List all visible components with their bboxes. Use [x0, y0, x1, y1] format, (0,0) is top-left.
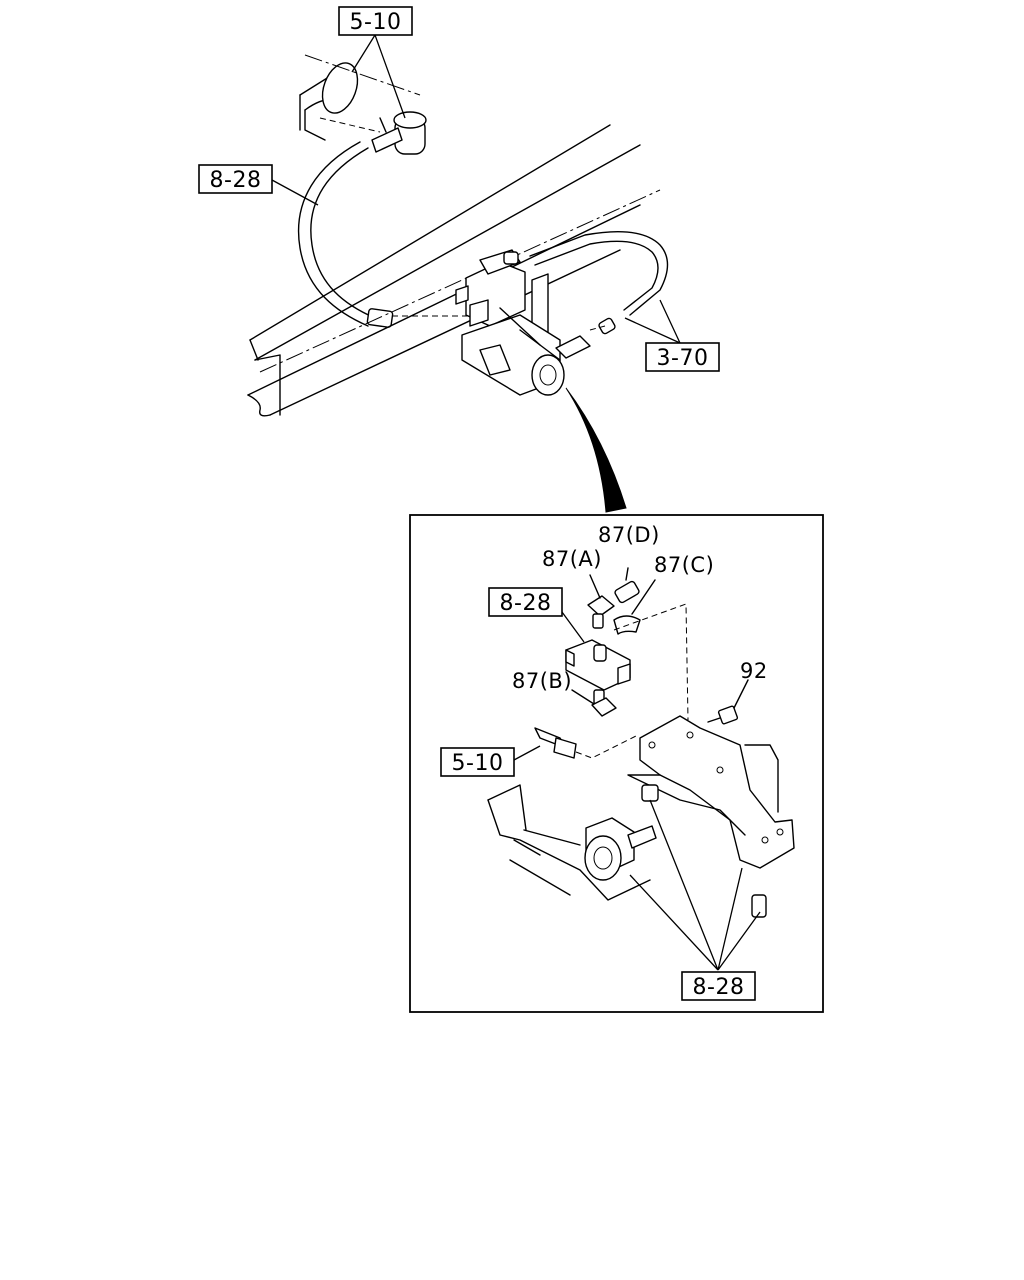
label-87a: 87(A)	[542, 547, 602, 571]
flexible-hose	[297, 141, 470, 328]
mounting-bracket	[627, 715, 795, 869]
ref-box-detail-left[interactable]: 5-10	[440, 747, 515, 777]
leader-bottom-ref	[629, 799, 761, 971]
air-pipe	[529, 231, 669, 335]
leader-upper-ref	[561, 611, 585, 643]
tank-valve	[371, 111, 427, 155]
fitting-87a	[587, 574, 615, 629]
ref-box-left[interactable]: 8-28	[198, 164, 273, 194]
svg-text:3-70: 3-70	[657, 346, 709, 371]
valve-assembly	[455, 249, 591, 396]
leader-right	[624, 299, 681, 344]
label-87c: 87(C)	[654, 553, 714, 577]
leader-left	[271, 179, 319, 206]
svg-text:8-28: 8-28	[693, 975, 745, 1000]
lower-frame	[487, 784, 651, 901]
leader-left-ref	[513, 745, 541, 761]
leader-top	[351, 34, 406, 119]
detail-arrow	[565, 387, 627, 513]
lower-valve	[584, 817, 657, 881]
connector-510	[534, 727, 637, 759]
bolt-bottom	[751, 894, 767, 918]
label-92: 92	[740, 659, 768, 683]
ref-box-right[interactable]: 3-70	[645, 342, 720, 372]
fitting-87b	[571, 689, 617, 717]
detail-frame	[409, 514, 824, 1013]
svg-text:5-10: 5-10	[452, 751, 504, 776]
air-tank	[299, 54, 421, 141]
fitting-87d	[614, 567, 640, 604]
frame-rail	[247, 124, 661, 417]
valve-block	[565, 639, 631, 691]
ref-box-detail-bottom[interactable]: 8-28	[681, 971, 756, 1001]
ref-box-top[interactable]: 5-10	[338, 6, 413, 36]
svg-text:8-28: 8-28	[210, 168, 262, 193]
overview-assembly: 5-10 8-28 3-70	[198, 6, 720, 513]
dash-connection	[613, 603, 689, 721]
label-87d: 87(D)	[598, 523, 660, 547]
nut-left	[641, 784, 659, 802]
label-87b: 87(B)	[512, 669, 572, 693]
ref-box-detail-upper[interactable]: 8-28	[488, 587, 563, 617]
detail-view: 87(D) 87(A) 87(C) 87(B) 92 8-28 5-10 8-2…	[409, 514, 824, 1013]
bolt-92	[707, 679, 749, 725]
svg-text:5-10: 5-10	[350, 10, 402, 35]
svg-text:8-28: 8-28	[500, 591, 552, 616]
